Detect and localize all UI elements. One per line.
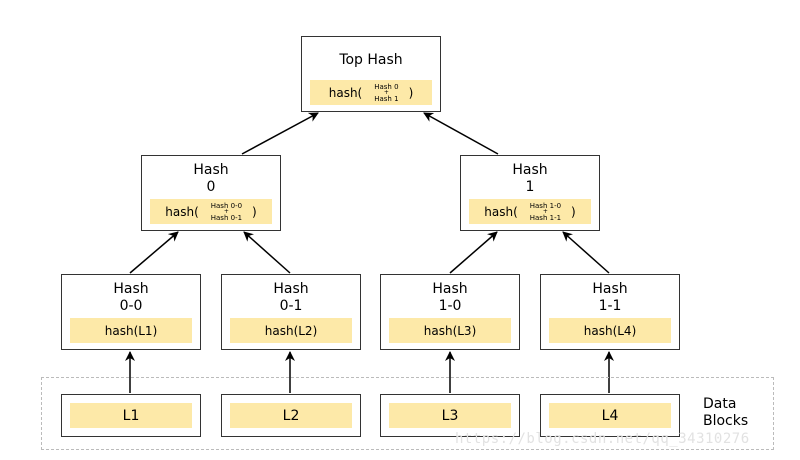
arrow-hash10-to-hash1 — [449, 231, 498, 274]
hash-0-1-title: Hash 0-1 — [222, 281, 360, 315]
arrow-hash0-to-top — [241, 112, 319, 155]
hash-1-0-node: Hash 1-0 hash(L3) — [380, 274, 520, 350]
data-block-l3: L3 — [380, 394, 520, 437]
top-hash-arg1: Hash 0 — [374, 82, 399, 91]
data-blocks-label-line1: Data — [703, 396, 737, 412]
hash-0-0-title-line1: Hash — [113, 281, 149, 297]
hash-1-plus: + — [542, 207, 548, 215]
hash-0-formula: hash( Hash 0-0 + Hash 0-1 ) — [150, 199, 272, 224]
hash-0-0-title-line2: 0-0 — [119, 298, 143, 314]
data-block-l4-label: L4 — [549, 403, 671, 428]
hash-0-0-formula: hash(L1) — [70, 318, 192, 343]
hash-1-args: Hash 1-0 + Hash 1-1 — [530, 202, 561, 222]
hash-1-1-title: Hash 1-1 — [541, 281, 679, 315]
arrow-hash00-to-hash0 — [129, 231, 179, 274]
hash-1-title-line1: Hash — [512, 162, 548, 178]
hash-1-formula: hash( Hash 1-0 + Hash 1-1 ) — [469, 199, 591, 224]
hash-1-node: Hash 1 hash( Hash 1-0 + Hash 1-1 ) — [460, 155, 600, 231]
hash-1-arg1: Hash 1-0 — [529, 201, 562, 210]
data-block-l2: L2 — [221, 394, 361, 437]
hash-0-fn: hash( — [165, 204, 199, 219]
top-hash-fn: hash( — [328, 85, 363, 100]
hash-1-1-formula: hash(L4) — [549, 318, 671, 343]
hash-1-title-line2: 1 — [525, 179, 535, 195]
hash-1-0-formula: hash(L3) — [389, 318, 511, 343]
top-hash-node: Top Hash hash( Hash 0 + Hash 1 ) — [301, 36, 441, 112]
hash-1-1-title-line2: 1-1 — [598, 298, 622, 314]
hash-0-title-line1: Hash — [193, 162, 229, 178]
data-block-l3-label: L3 — [389, 403, 511, 428]
hash-0-plus: + — [223, 207, 229, 215]
hash-0-1-title-line2: 0-1 — [279, 298, 303, 314]
top-hash-args: Hash 0 + Hash 1 — [374, 83, 398, 103]
data-block-l2-label: L2 — [230, 403, 352, 428]
arrow-hash11-to-hash1 — [562, 231, 610, 274]
hash-0-title: Hash 0 — [142, 162, 280, 196]
hash-1-0-title: Hash 1-0 — [381, 281, 519, 315]
hash-1-1-title-line1: Hash — [592, 281, 628, 297]
data-block-l1-label: L1 — [70, 403, 192, 428]
watermark-url: https://blog.csdn.net/qq_34310276 — [455, 431, 750, 447]
hash-0-0-title: Hash 0-0 — [62, 281, 200, 315]
hash-0-1-formula: hash(L2) — [230, 318, 352, 343]
data-blocks-label: Data Blocks — [703, 396, 748, 430]
top-hash-plus: + — [383, 88, 389, 96]
arrow-hash01-to-hash0 — [243, 231, 291, 274]
data-block-l1: L1 — [61, 394, 201, 437]
hash-0-1-title-line1: Hash — [273, 281, 309, 297]
hash-1-title: Hash 1 — [461, 162, 599, 196]
hash-1-1-node: Hash 1-1 hash(L4) — [540, 274, 680, 350]
hash-1-0-title-line2: 1-0 — [438, 298, 462, 314]
hash-0-arg2: Hash 0-1 — [210, 213, 243, 222]
data-blocks-label-line2: Blocks — [703, 413, 749, 429]
hash-0-arg1: Hash 0-0 — [210, 201, 243, 210]
data-blocks-frame — [41, 377, 774, 450]
hash-0-1-node: Hash 0-1 hash(L2) — [221, 274, 361, 350]
hash-0-node: Hash 0 hash( Hash 0-0 + Hash 0-1 ) — [141, 155, 281, 231]
hash-1-fn: hash( — [484, 204, 518, 219]
data-block-l4: L4 — [540, 394, 680, 437]
hash-1-arg2: Hash 1-1 — [529, 213, 562, 222]
arrow-hash1-to-top — [423, 112, 499, 155]
top-hash-title: Top Hash — [302, 52, 440, 69]
top-hash-arg2: Hash 1 — [374, 94, 399, 103]
top-hash-close: ) — [408, 85, 414, 100]
hash-0-0-node: Hash 0-0 hash(L1) — [61, 274, 201, 350]
hash-0-close: ) — [252, 204, 257, 219]
hash-0-args: Hash 0-0 + Hash 0-1 — [211, 202, 242, 222]
top-hash-title-text: Top Hash — [339, 52, 403, 68]
top-hash-formula: hash( Hash 0 + Hash 1 ) — [310, 80, 432, 105]
hash-1-close: ) — [571, 204, 576, 219]
hash-1-0-title-line1: Hash — [432, 281, 468, 297]
hash-0-title-line2: 0 — [206, 179, 216, 195]
